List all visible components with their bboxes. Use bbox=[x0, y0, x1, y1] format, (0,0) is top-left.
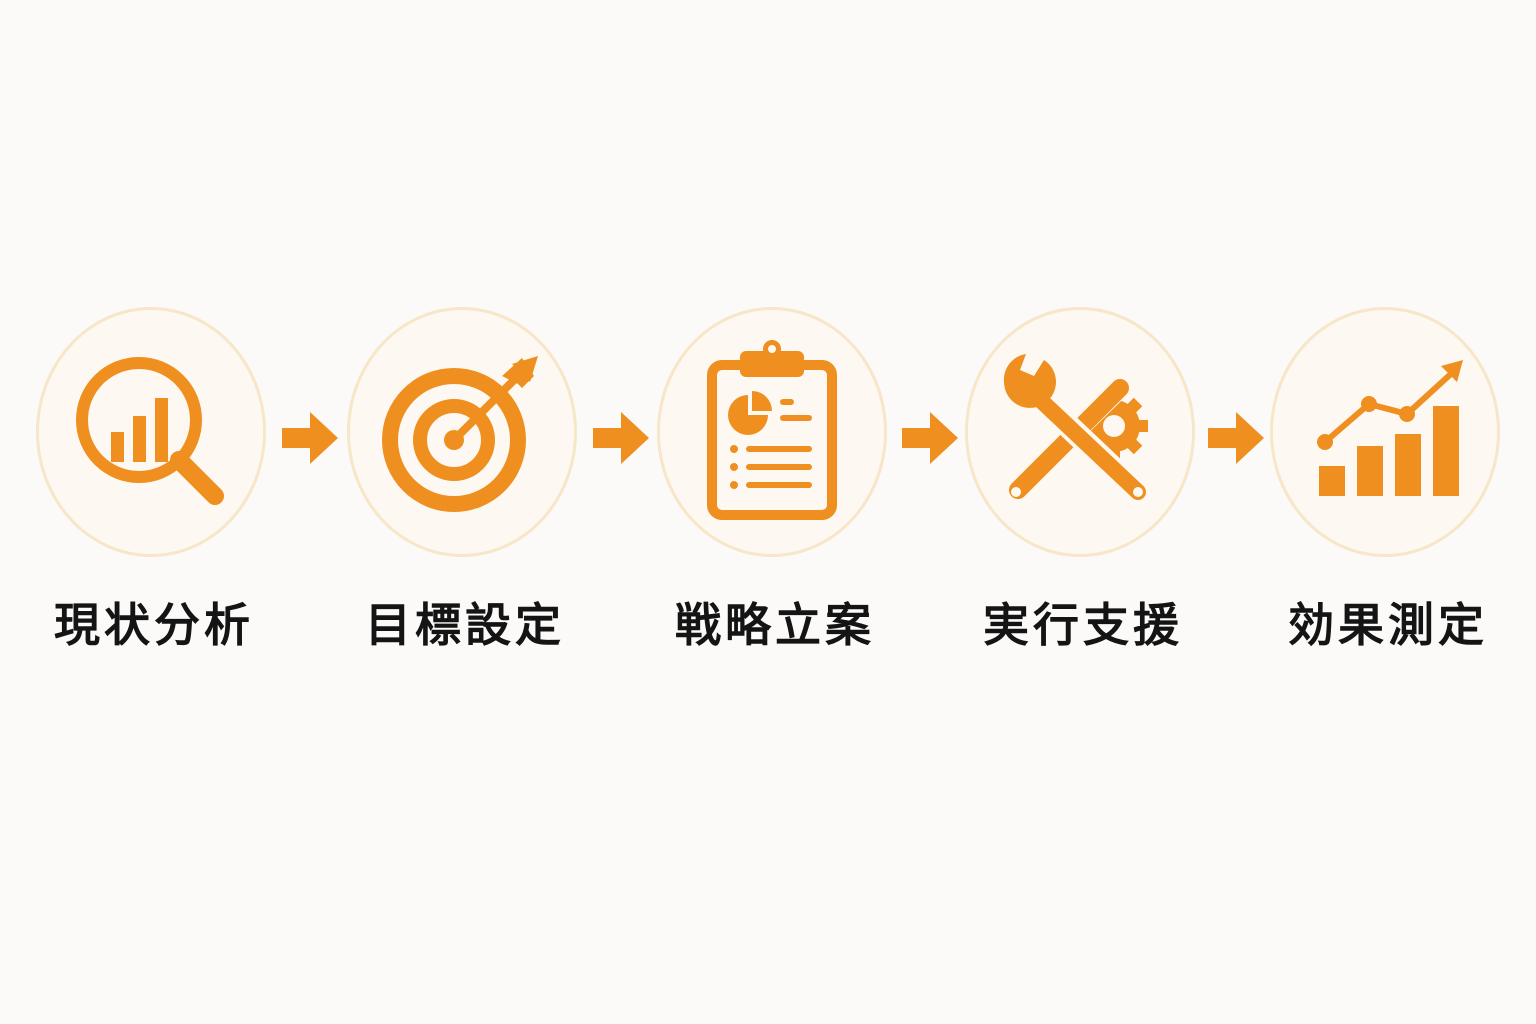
clipboard-plan-icon bbox=[707, 340, 837, 520]
step-label: 戦略立案 bbox=[675, 598, 875, 652]
growth-chart-icon bbox=[1317, 360, 1463, 496]
step-label: 目標設定 bbox=[365, 598, 565, 652]
step-icon-circle bbox=[36, 307, 266, 557]
wrench-gear-icon bbox=[1001, 354, 1150, 504]
step-icon-circle bbox=[965, 307, 1195, 557]
right-arrow-icon bbox=[282, 412, 338, 464]
target-arrow-icon bbox=[382, 356, 538, 512]
right-arrow-icon bbox=[1208, 412, 1264, 464]
right-arrow-icon bbox=[902, 412, 958, 464]
step-icon-circle bbox=[657, 307, 887, 557]
step-label: 現状分析 bbox=[54, 598, 254, 652]
magnifier-bar-chart-icon bbox=[76, 357, 224, 505]
step-icon-circle bbox=[347, 307, 577, 557]
step-icon-circle bbox=[1270, 307, 1500, 557]
step-label: 実行支援 bbox=[983, 598, 1183, 652]
step-label: 効果測定 bbox=[1288, 598, 1488, 652]
right-arrow-icon bbox=[593, 412, 649, 464]
